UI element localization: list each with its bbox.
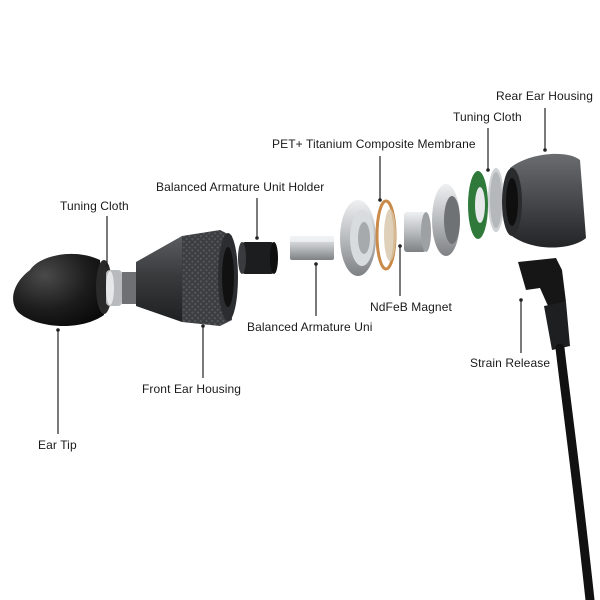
rear-ear-housing-part bbox=[502, 153, 586, 248]
cable bbox=[555, 343, 595, 600]
label-front-ear-housing: Front Ear Housing bbox=[142, 382, 242, 396]
label-tuning-cloth-front: Tuning Cloth bbox=[60, 199, 129, 213]
label-membrane: PET+ Titanium Composite Membrane bbox=[272, 137, 476, 151]
leader-lines bbox=[57, 108, 546, 434]
ba-unit-part bbox=[290, 236, 334, 260]
ba-unit-holder-part bbox=[238, 242, 278, 274]
leader-dots bbox=[56, 148, 547, 332]
green-gasket-part bbox=[468, 171, 488, 239]
strain-release-part bbox=[518, 258, 570, 350]
front-ear-housing-part bbox=[136, 230, 238, 326]
membrane-part bbox=[375, 199, 397, 271]
ear-tip-part bbox=[13, 253, 112, 327]
driver-back-part bbox=[432, 184, 460, 256]
ndfeb-magnet-part bbox=[404, 212, 431, 252]
label-strain-release: Strain Release bbox=[470, 356, 551, 370]
label-tuning-cloth-rear: Tuning Cloth bbox=[453, 110, 522, 124]
label-ba-unit-holder: Balanced Armature Unit Holder bbox=[156, 180, 325, 194]
driver-front-part bbox=[340, 200, 376, 276]
label-rear-ear-housing: Rear Ear Housing bbox=[496, 89, 593, 103]
tuning-cloth-rear-part bbox=[488, 168, 504, 232]
label-ndfeb-magnet: NdFeB Magnet bbox=[370, 300, 452, 314]
tuning-cloth-front-part bbox=[106, 270, 136, 306]
label-ear-tip: Ear Tip bbox=[38, 438, 77, 452]
label-ba-unit: Balanced Armature Uni bbox=[247, 320, 373, 334]
